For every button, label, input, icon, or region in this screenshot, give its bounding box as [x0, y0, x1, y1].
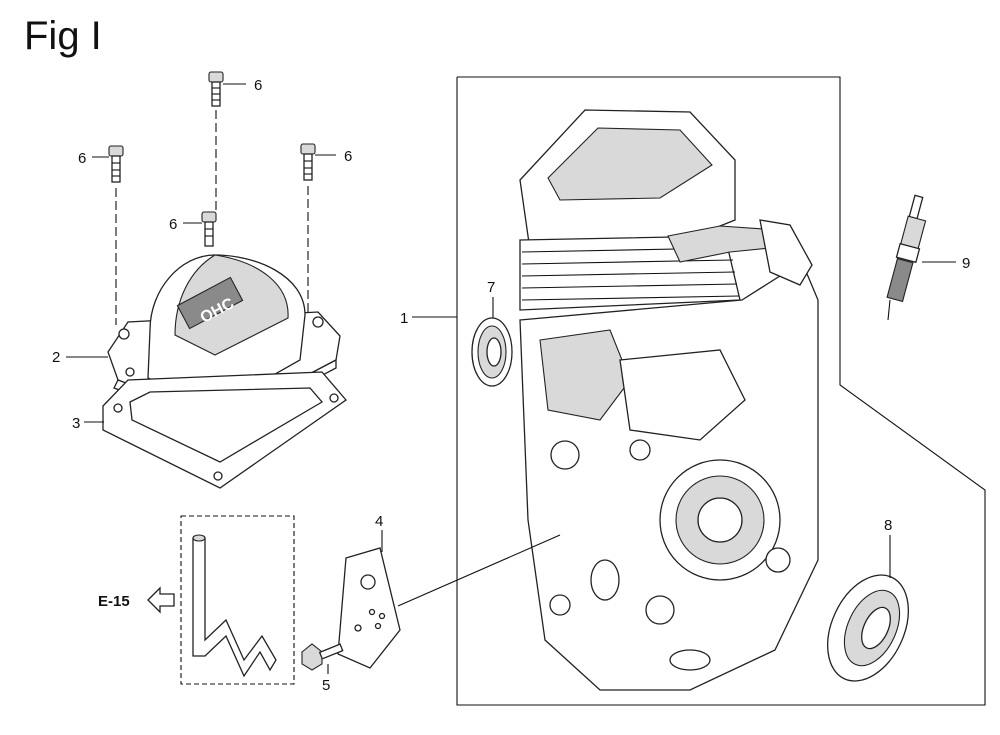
- callout-bolt-right: 6: [344, 148, 352, 165]
- plate-bolt: [301, 643, 344, 674]
- figure-title: Fig I: [24, 14, 102, 58]
- callout-head-cover: 2: [52, 349, 60, 366]
- crankcase: [519, 109, 819, 691]
- callout-plate: 4: [375, 513, 383, 530]
- bolt-left: [92, 145, 124, 325]
- assembly-frame: [456, 76, 986, 706]
- callout-oil-seal: 8: [884, 517, 892, 534]
- reference-arrow: [147, 586, 175, 614]
- callout-bolt-top: 6: [254, 77, 262, 94]
- callout-plate-bolt: 5: [322, 677, 330, 694]
- bolt-mid: [183, 211, 217, 247]
- bolt-right: [300, 143, 336, 320]
- callout-bolt-left: 6: [78, 150, 86, 167]
- callout-gasket: 3: [72, 415, 80, 432]
- breather-plate: [337, 530, 561, 669]
- bolt-top: [208, 71, 246, 210]
- bearing: [471, 297, 513, 387]
- breather-tube-group: [180, 515, 295, 685]
- spark-plug: [886, 194, 956, 321]
- callout-bolt-mid: 6: [169, 216, 177, 233]
- callout-crankcase: 1: [400, 310, 408, 327]
- reference-label: E-15: [98, 593, 130, 610]
- head-cover-gasket: [102, 371, 347, 489]
- oil-seal: [827, 535, 909, 682]
- callout-spark-plug: 9: [962, 255, 970, 272]
- callout-bearing: 7: [487, 279, 495, 296]
